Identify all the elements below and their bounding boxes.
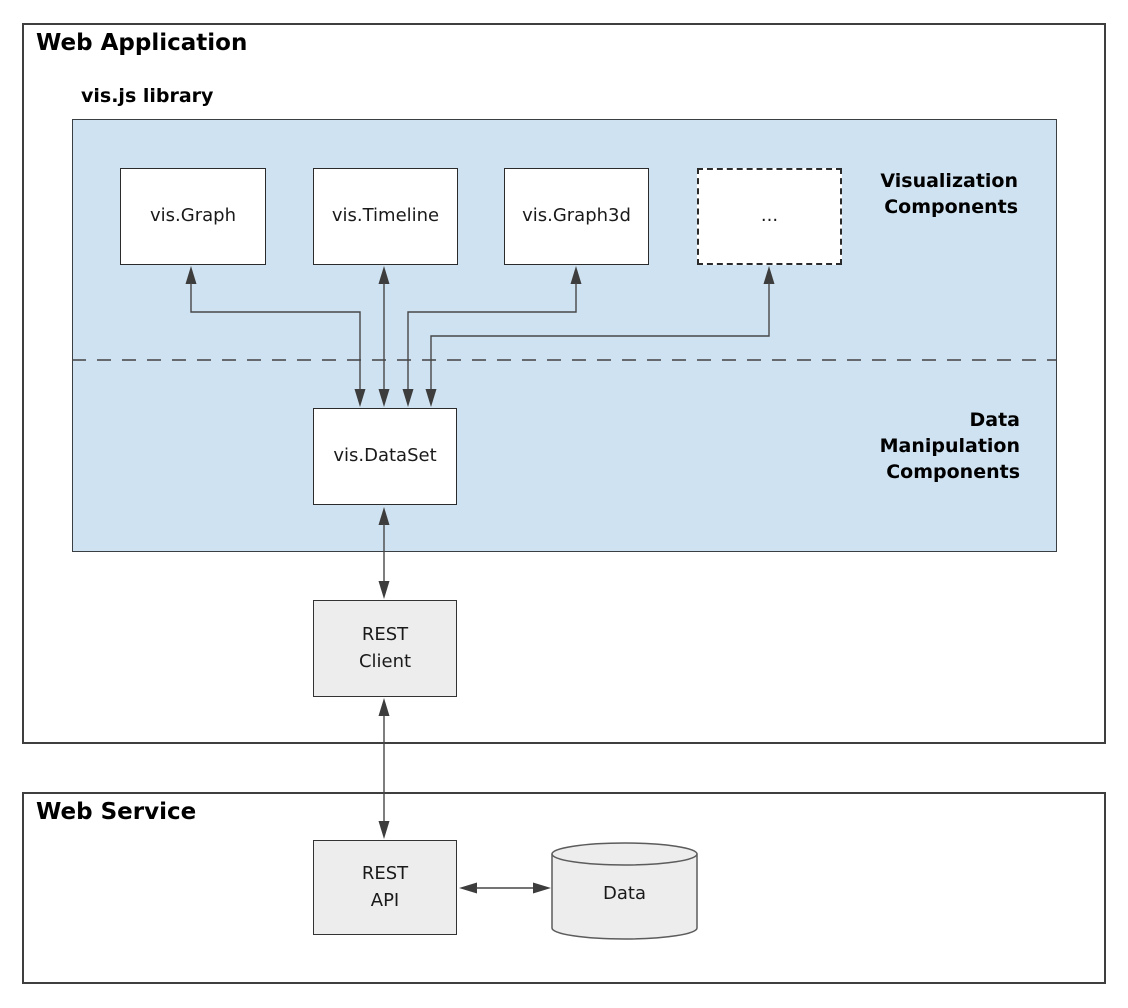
connector-graph-dataset: [185, 266, 366, 407]
arrowhead-up: [763, 266, 775, 284]
arrowhead-right: [533, 882, 551, 894]
arrowhead-down: [354, 389, 366, 407]
data-manipulation-components-label: Data Manipulation Components: [879, 409, 1020, 483]
connector-dataset-restclient: [378, 507, 390, 599]
arrowhead-up: [570, 266, 582, 284]
connector-line: [407, 283, 577, 390]
data-store-cylinder: [551, 842, 698, 940]
arrowhead-up: [378, 698, 390, 716]
connector-line: [190, 283, 361, 390]
node-vis-timeline: vis.Timeline: [313, 168, 458, 265]
arrowhead-down: [425, 389, 437, 407]
connector-timeline-dataset: [378, 266, 390, 407]
node-rest-client: REST Client: [313, 600, 457, 697]
arrowhead-up: [185, 266, 197, 284]
visualization-components-label: Visualization Components: [880, 170, 1018, 218]
arrowhead-down: [378, 581, 390, 599]
cylinder-top: [551, 842, 698, 866]
web-service-container: [22, 792, 1106, 984]
web-service-title: Web Service: [36, 799, 197, 825]
arrowhead-down: [378, 821, 390, 839]
node-more-components: ...: [697, 168, 842, 265]
node-vis-graph: vis.Graph: [120, 168, 266, 265]
arrowhead-down: [402, 389, 414, 407]
data-store-label: Data: [603, 882, 646, 904]
arrowhead-up: [378, 507, 390, 525]
cylinder-body: [551, 854, 698, 940]
arrowhead-down: [378, 389, 390, 407]
web-application-title: Web Application: [36, 30, 248, 56]
node-vis-dataset: vis.DataSet: [313, 408, 457, 505]
connector-restclient-restapi: [378, 698, 390, 839]
connector-line: [430, 283, 770, 390]
arrowhead-left: [459, 882, 477, 894]
node-vis-graph3d: vis.Graph3d: [504, 168, 649, 265]
web-application-container: [22, 23, 1106, 744]
connector-graph3d-dataset: [402, 266, 582, 407]
node-rest-api: REST API: [313, 840, 457, 935]
visjs-library-title: vis.js library: [81, 85, 214, 107]
connector-more-dataset: [425, 266, 775, 407]
connector-restapi-datastore: [459, 882, 551, 894]
arrowhead-up: [378, 266, 390, 284]
